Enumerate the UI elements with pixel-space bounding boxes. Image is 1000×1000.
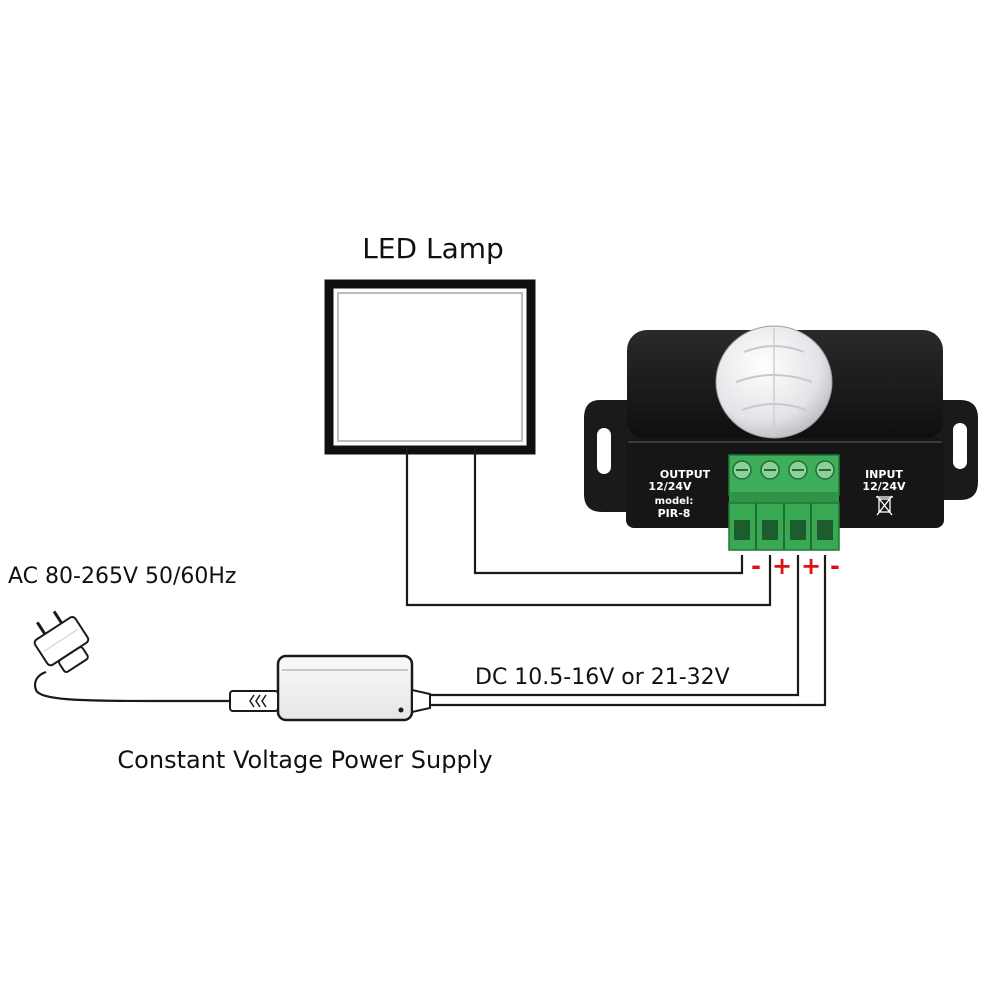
model-label: model: bbox=[655, 496, 694, 507]
ac-plug-icon bbox=[33, 610, 90, 673]
terminal-screw bbox=[815, 460, 835, 480]
recycle-bin-icon bbox=[876, 495, 893, 516]
dc-output-label: DC 10.5-16V or 21-32V bbox=[475, 665, 730, 690]
polarity-mark: - bbox=[830, 552, 840, 580]
input-title: INPUT bbox=[865, 468, 903, 481]
supply-wire-negative bbox=[430, 555, 827, 707]
ac-cable bbox=[33, 670, 270, 703]
supply-wire-positive bbox=[430, 555, 800, 697]
input-voltage: 12/24V bbox=[862, 480, 906, 493]
output-title: OUTPUT bbox=[660, 468, 711, 481]
dc-connector bbox=[229, 690, 279, 712]
led-lamp-label: LED Lamp bbox=[362, 232, 504, 265]
lamp-wire-2 bbox=[405, 448, 772, 607]
wires bbox=[33, 448, 827, 707]
power-supply-label: Constant Voltage Power Supply bbox=[117, 746, 492, 774]
terminal-block bbox=[728, 454, 840, 551]
led-lamp bbox=[324, 279, 536, 455]
output-voltage: 12/24V bbox=[648, 480, 692, 493]
polarity-mark: + bbox=[772, 552, 792, 580]
model-name: PIR-8 bbox=[658, 507, 691, 520]
power-supply bbox=[276, 654, 431, 722]
terminal-screw bbox=[732, 460, 752, 480]
polarity-mark: + bbox=[801, 552, 821, 580]
terminal-screw bbox=[788, 460, 808, 480]
ac-input-label: AC 80-265V 50/60Hz bbox=[8, 564, 236, 589]
pir-dome bbox=[715, 325, 833, 439]
polarity-mark: - bbox=[751, 552, 761, 580]
lamp-wire-1 bbox=[473, 448, 744, 575]
terminal-screw bbox=[760, 460, 780, 480]
